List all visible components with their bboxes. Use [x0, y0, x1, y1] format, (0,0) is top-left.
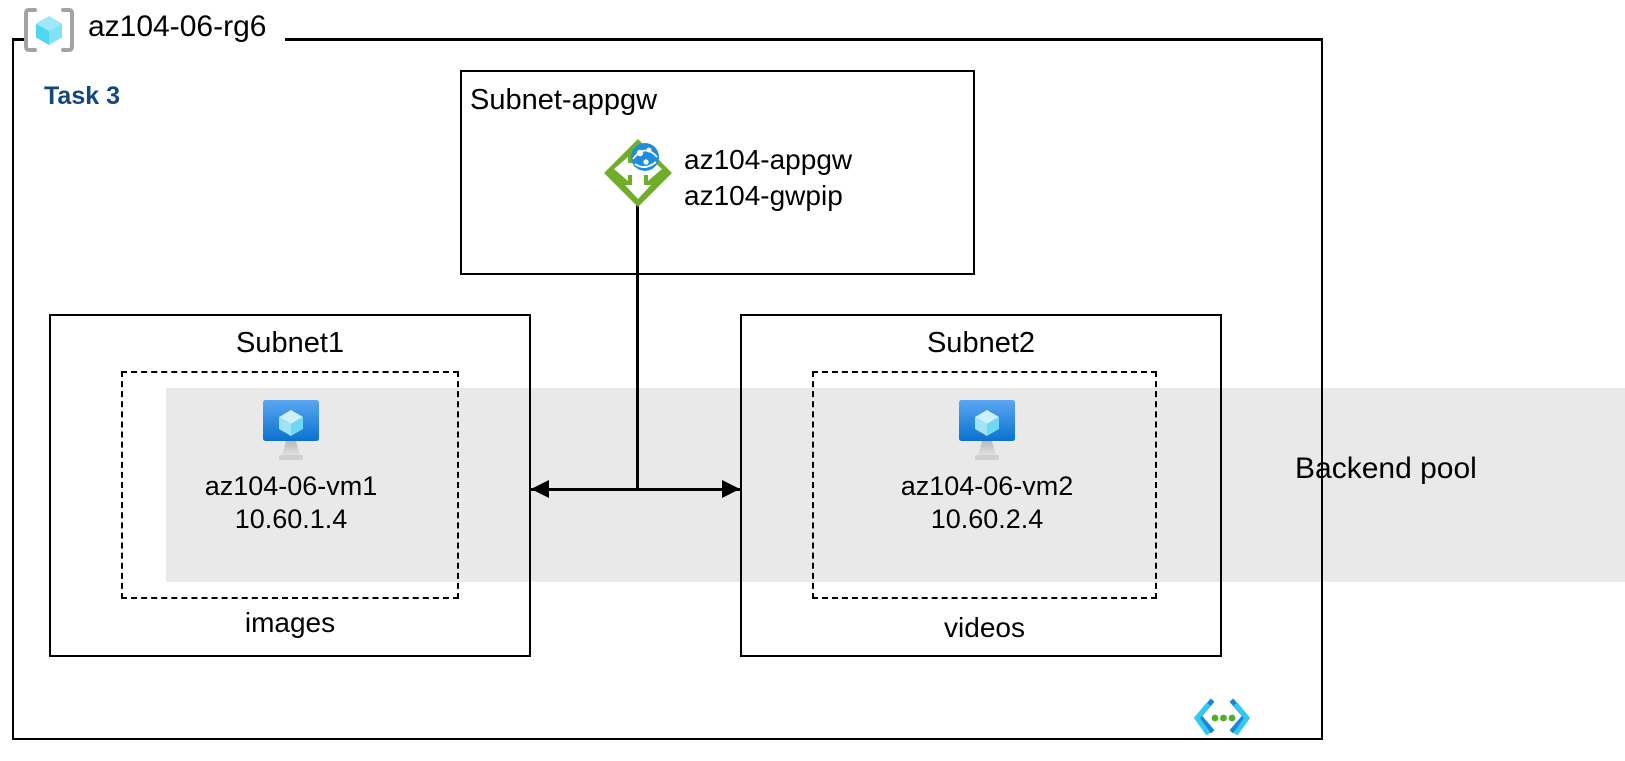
virtual-machine-icon	[257, 398, 325, 462]
connector-arrow-left	[531, 480, 549, 498]
resource-group-cube-icon	[24, 6, 74, 54]
resource-group-name: az104-06-rg6	[88, 10, 267, 43]
subnet1-box	[49, 314, 531, 657]
gateway-public-ip-name: az104-gwpip	[684, 179, 843, 211]
subnet1-vm: az104-06-vm1 10.60.1.4	[166, 398, 416, 537]
subnet2-nic-group	[812, 371, 1157, 599]
subnet1-title: Subnet1	[235, 327, 345, 359]
gateway-name: az104-appgw	[684, 144, 853, 175]
subnet2-vm-name: az104-06-vm2	[900, 471, 1074, 501]
subnet1-caption: images	[244, 607, 336, 638]
backend-pool-label: Backend pool	[1295, 452, 1477, 485]
gateway-resource-names: az104-appgw az104-gwpip	[684, 142, 852, 214]
backend-pool-band	[166, 388, 1625, 582]
code-brackets-icon	[1193, 697, 1251, 739]
virtual-machine-icon	[953, 398, 1021, 462]
subnet2-title: Subnet2	[926, 327, 1036, 359]
connector-arrow-right	[722, 480, 740, 498]
subnet1-vm-name: az104-06-vm1	[204, 471, 378, 501]
subnet2-vm-ip: 10.60.2.4	[930, 504, 1044, 535]
gateway-to-subnets-connector	[635, 205, 639, 490]
application-gateway-icon	[602, 137, 674, 209]
resource-group-top-edge-left	[12, 38, 28, 41]
task-label: Task 3	[44, 82, 120, 110]
subnet2-box	[740, 314, 1222, 657]
subnet-appgw-title: Subnet-appgw	[470, 84, 658, 116]
subnet1-vm-ip: 10.60.1.4	[234, 504, 348, 535]
subnet1-subnet2-connector	[531, 487, 740, 491]
subnet2-vm: az104-06-vm2 10.60.2.4	[862, 398, 1112, 537]
subnet1-nic-group	[121, 371, 459, 599]
subnet-appgw-box	[460, 70, 975, 275]
subnet2-caption: videos	[944, 612, 1025, 643]
resource-group-boundary	[12, 38, 1323, 740]
resource-group-top-edge-right	[285, 38, 1323, 41]
